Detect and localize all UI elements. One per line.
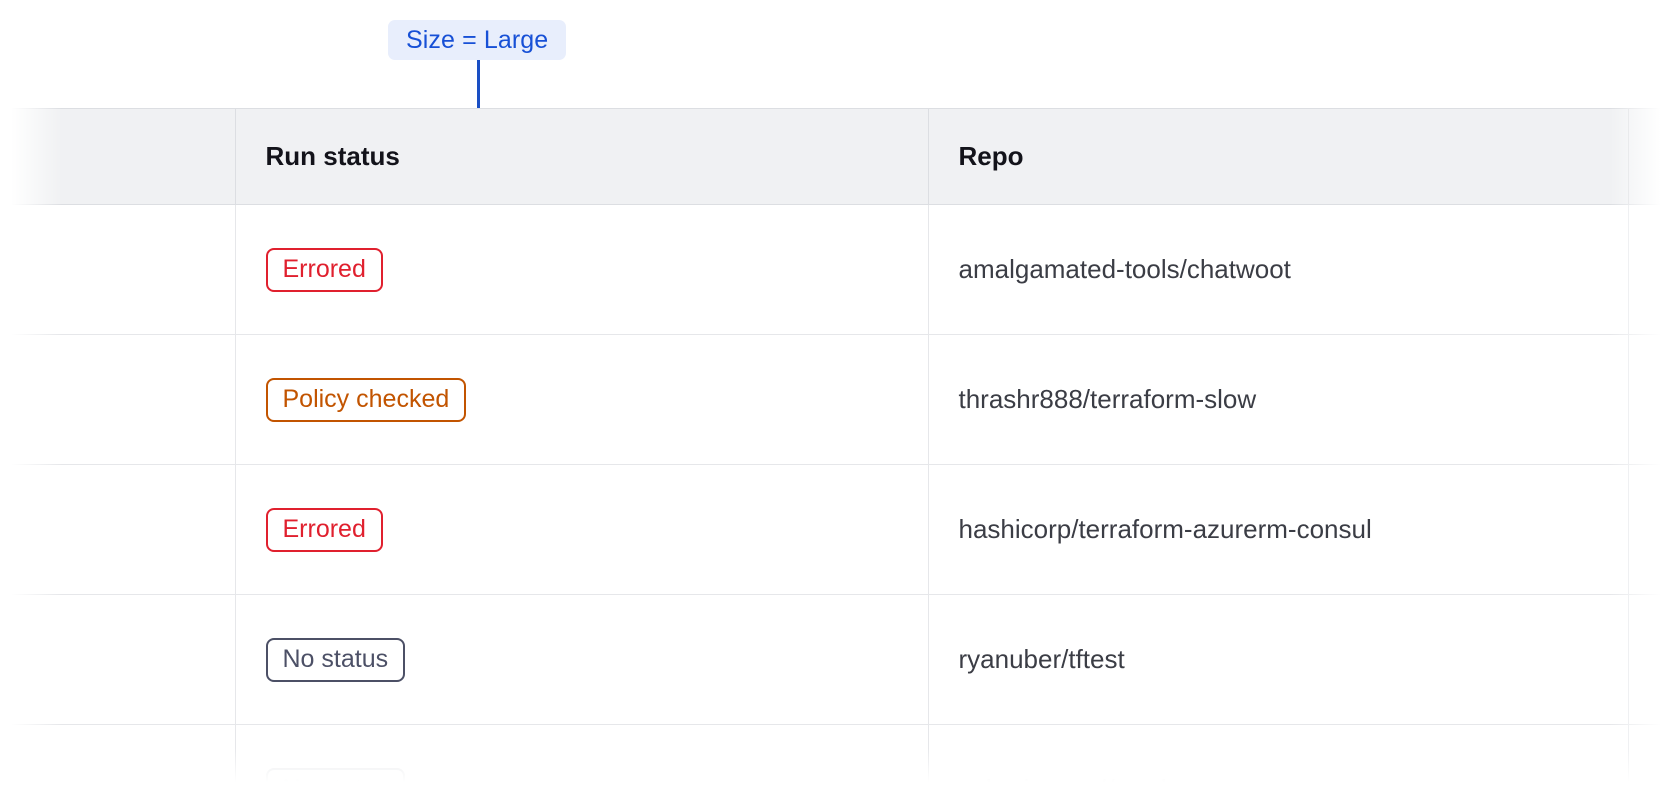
row-tail-cell bbox=[1628, 204, 1672, 335]
cell-repo[interactable]: ashrajagopal/random_pet_generator bbox=[928, 724, 1629, 788]
table-row[interactable]: Errored hashicorp/terraform-azurerm-consu… bbox=[0, 464, 1672, 595]
column-header-tail bbox=[1628, 108, 1672, 205]
status-badge[interactable]: Policy checked bbox=[265, 377, 467, 422]
table-row[interactable]: No status ashrajagopal/random_pet_generat… bbox=[0, 724, 1672, 788]
status-badge[interactable]: No status bbox=[265, 637, 406, 682]
cell-run-status: No status bbox=[235, 594, 929, 725]
row-blank-cell bbox=[0, 204, 236, 335]
runs-table: Run status Repo Errored amalgamated-tools… bbox=[0, 108, 1672, 788]
status-badge[interactable]: Errored bbox=[265, 507, 383, 552]
row-tail-cell bbox=[1628, 334, 1672, 465]
table-row[interactable]: Policy checked thrashr888/terraform-slow bbox=[0, 334, 1672, 465]
runs-table-container: Run status Repo Errored amalgamated-tools… bbox=[0, 108, 1672, 788]
column-header-repo[interactable]: Repo bbox=[928, 108, 1629, 205]
row-blank-cell bbox=[0, 464, 236, 595]
row-tail-cell bbox=[1628, 724, 1672, 788]
cell-repo[interactable]: ryanuber/tftest bbox=[928, 594, 1629, 725]
status-badge[interactable]: No status bbox=[265, 767, 406, 788]
cell-repo[interactable]: thrashr888/terraform-slow bbox=[928, 334, 1629, 465]
row-blank-cell bbox=[0, 594, 236, 725]
table-row[interactable]: Errored amalgamated-tools/chatwoot bbox=[0, 204, 1672, 335]
row-tail-cell bbox=[1628, 464, 1672, 595]
cell-run-status: Errored bbox=[235, 204, 929, 335]
table-header: Run status Repo bbox=[0, 108, 1672, 205]
row-blank-cell bbox=[0, 724, 236, 788]
cell-run-status: Policy checked bbox=[235, 334, 929, 465]
callout-badge-size-large: Size = Large bbox=[388, 20, 567, 60]
row-tail-cell bbox=[1628, 594, 1672, 725]
cell-repo[interactable]: hashicorp/terraform-azurerm-consul bbox=[928, 464, 1629, 595]
cell-run-status: Errored bbox=[235, 464, 929, 595]
table-row[interactable]: No status ryanuber/tftest bbox=[0, 594, 1672, 725]
cell-run-status: No status bbox=[235, 724, 929, 788]
cell-repo[interactable]: amalgamated-tools/chatwoot bbox=[928, 204, 1629, 335]
column-header-blank bbox=[0, 108, 236, 205]
status-badge[interactable]: Errored bbox=[265, 247, 383, 292]
header-row: Run status Repo bbox=[0, 108, 1672, 205]
row-blank-cell bbox=[0, 334, 236, 465]
column-header-run-status[interactable]: Run status bbox=[235, 108, 929, 205]
